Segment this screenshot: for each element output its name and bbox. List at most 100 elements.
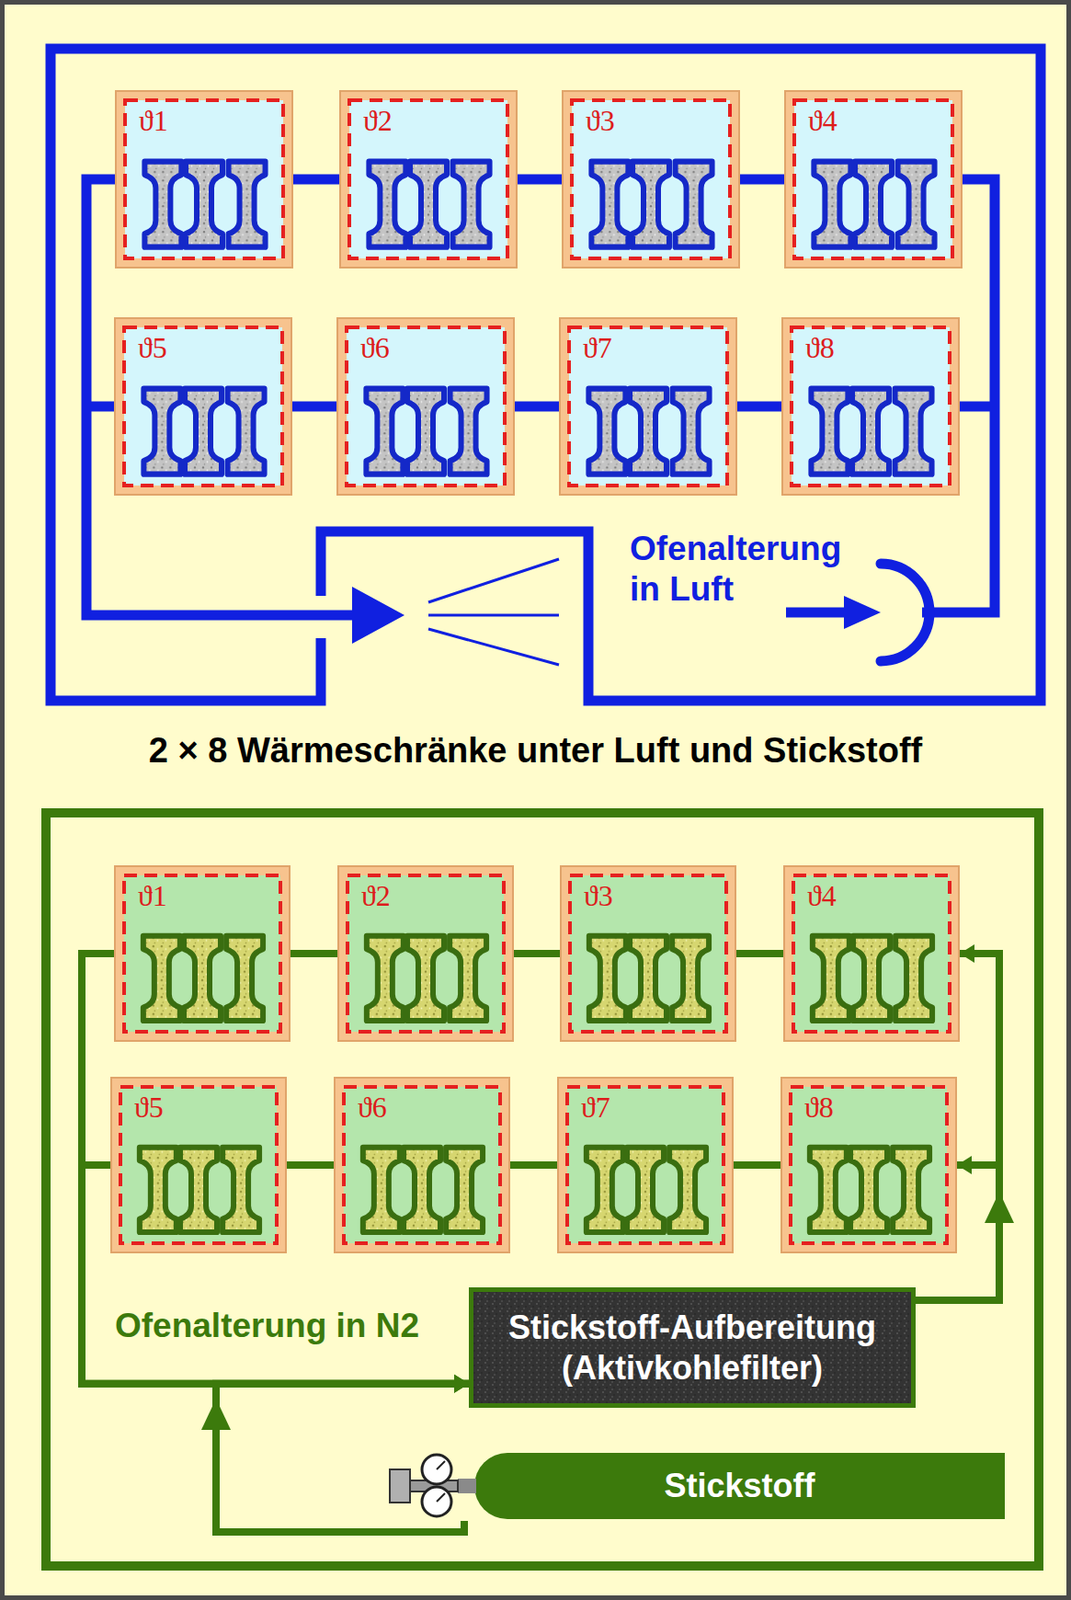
gauge-needle <box>436 1492 445 1502</box>
drawing-part <box>562 91 740 268</box>
specimen <box>810 388 848 475</box>
specimen <box>143 388 181 475</box>
dogbone-specimen <box>809 1147 847 1232</box>
dogbone-specimen <box>453 161 490 248</box>
flow-line <box>513 949 560 958</box>
dogbone-specimen <box>629 935 667 1021</box>
temperature-label: ϑ1 <box>137 879 168 912</box>
filter-texture <box>468 1287 916 1408</box>
drawing-part <box>115 91 293 268</box>
specimen <box>892 1147 930 1232</box>
specimen <box>183 935 221 1021</box>
drawing-part <box>794 100 953 259</box>
specimen <box>363 1147 400 1232</box>
region-panel: Ofenalterung in Luftϑ1ϑ2ϑ3ϑ4ϑ5ϑ6ϑ7ϑ8 <box>50 48 1041 701</box>
flow-line <box>286 1161 334 1169</box>
arrow-head <box>959 944 975 963</box>
specimen <box>813 161 851 248</box>
specimen <box>672 935 709 1021</box>
dogbone-specimen <box>852 388 889 475</box>
drawing-part <box>124 875 281 1032</box>
specimen <box>403 1147 441 1232</box>
drawing-part <box>343 1086 501 1243</box>
pressure-gauge <box>421 1486 452 1516</box>
specimen <box>449 935 487 1021</box>
specimen <box>850 1147 888 1232</box>
specimen <box>629 935 667 1021</box>
specimen <box>144 161 182 248</box>
dogbone-specimen <box>365 388 403 475</box>
oven-box: ϑ5 <box>113 317 293 496</box>
specimen <box>139 1147 177 1232</box>
specimen <box>227 388 265 475</box>
drawing-part <box>346 327 505 486</box>
oven-box: ϑ2 <box>339 90 518 269</box>
dogbone-specimen <box>672 388 710 475</box>
specimen <box>184 388 222 475</box>
flow-line <box>514 401 559 412</box>
temperature-label: ϑ4 <box>807 879 837 912</box>
dogbone-specimen <box>228 161 266 248</box>
dogbone-specimen <box>591 161 628 248</box>
specimen <box>365 388 403 475</box>
specimen <box>407 935 445 1021</box>
dogbone-specimen <box>632 161 670 248</box>
drawing-part <box>567 1086 724 1243</box>
cylinder-neck <box>457 1478 477 1493</box>
dogbone-specimen <box>144 161 182 248</box>
drawing-part <box>782 318 959 495</box>
temperature-label: ϑ6 <box>360 331 390 365</box>
specimen <box>632 161 670 248</box>
drawing-part <box>120 1086 277 1243</box>
dogbone-specimen <box>185 161 223 248</box>
temperature-label: ϑ5 <box>137 331 168 365</box>
pressure-gauge <box>421 1454 452 1484</box>
drawing-part <box>785 91 962 268</box>
dogbone-specimen <box>895 388 933 475</box>
specimen <box>854 161 892 248</box>
arrow-head <box>454 1374 469 1393</box>
diagram-title: 2 × 8 Wärmeschränke unter Luft und Stick… <box>0 729 1071 773</box>
dogbone-specimen <box>669 1147 707 1232</box>
flow-line <box>216 1383 469 1532</box>
specimen <box>226 935 263 1021</box>
specimen <box>407 388 445 475</box>
specimen <box>898 161 935 248</box>
dogbone-specimen <box>589 935 627 1021</box>
dogbone-specimen <box>812 935 850 1021</box>
drawing-part <box>340 91 517 268</box>
dogbone-specimen <box>222 1147 260 1232</box>
drawing-part <box>784 865 959 1041</box>
drawing-part <box>793 875 950 1032</box>
dogbone-specimen <box>183 935 221 1021</box>
specimen <box>143 935 181 1021</box>
arrow-head <box>454 1374 469 1393</box>
flow-line <box>517 174 562 185</box>
oven-box: ϑ6 <box>336 317 515 496</box>
specimen <box>366 935 404 1021</box>
dogbone-specimen <box>895 935 933 1021</box>
filter-box: Stickstoff-Aufbereitung (Aktivkohlefilte… <box>468 1287 916 1408</box>
dogbone-specimen <box>445 1147 483 1232</box>
drawing-part <box>124 327 283 486</box>
temperature-label: ϑ6 <box>357 1091 388 1124</box>
drawing-part <box>569 875 727 1032</box>
dogbone-specimen <box>854 161 892 248</box>
dogbone-specimen <box>227 388 265 475</box>
flow-line <box>510 1161 558 1169</box>
drawing-part <box>559 318 737 495</box>
specimen <box>853 935 890 1021</box>
oven-box: ϑ5 <box>110 1076 287 1254</box>
dogbone-specimen <box>407 935 445 1021</box>
flow-line <box>292 401 337 412</box>
specimen <box>586 1147 624 1232</box>
temperature-label: ϑ1 <box>138 104 169 137</box>
filter-label: Stickstoff-Aufbereitung (Aktivkohlefilte… <box>480 1307 904 1387</box>
specimen <box>672 388 710 475</box>
dogbone-specimen <box>898 161 935 248</box>
oven-box: ϑ3 <box>561 90 741 269</box>
dogbone-specimen <box>892 1147 930 1232</box>
flow-line <box>737 401 782 412</box>
specimen <box>410 161 447 248</box>
temperature-label: ϑ2 <box>363 104 393 137</box>
